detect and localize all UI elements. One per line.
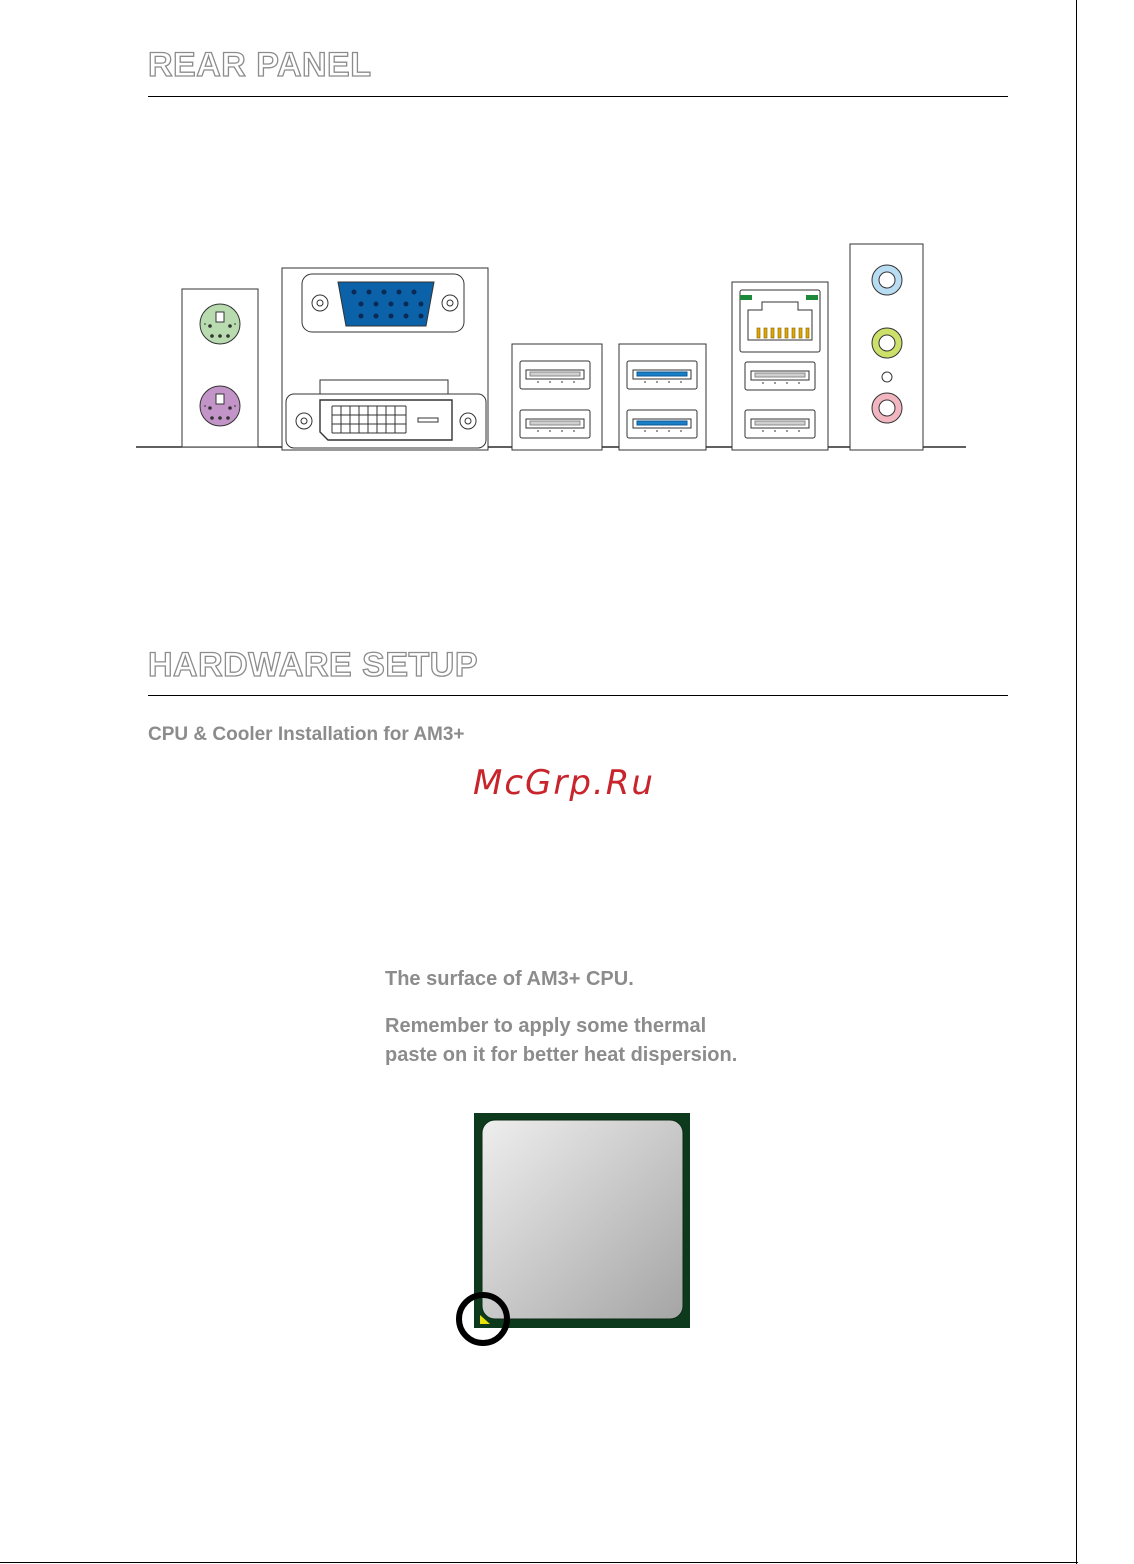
vga-port-icon	[302, 274, 464, 332]
note-cpu-surface: The surface of AM3+ CPU.	[385, 965, 634, 994]
lan-usb-ports	[732, 282, 828, 450]
section-title-hardware-setup: HARDWARE SETUP	[148, 646, 478, 685]
cpu-am3-illustration	[450, 1105, 700, 1355]
lan-port-icon	[740, 290, 820, 352]
usb3-ports	[619, 344, 706, 450]
ps2-mouse-icon	[200, 304, 240, 344]
page-border-right	[1076, 0, 1077, 1564]
hardware-setup-rule	[148, 695, 1008, 696]
ps2-ports	[182, 289, 258, 447]
line-in-jack-icon	[872, 265, 902, 295]
audio-indicator-icon	[882, 372, 892, 382]
rear-panel-rule	[148, 96, 1008, 97]
ps2-keyboard-icon	[200, 386, 240, 426]
watermark-text: McGrp.Ru	[473, 763, 655, 803]
mic-jack-icon	[872, 393, 902, 423]
audio-jacks	[850, 244, 923, 450]
rear-panel-diagram	[120, 230, 970, 454]
subtitle-cpu-cooler: CPU & Cooler Installation for AM3+	[148, 724, 465, 746]
video-ports	[282, 268, 488, 450]
usb2-ports-left	[512, 344, 602, 450]
note-thermal-paste-line1: Remember to apply some thermal	[385, 1012, 706, 1041]
cpu-heatspreader	[482, 1120, 683, 1319]
section-title-rear-panel: REAR PANEL	[148, 46, 372, 85]
note-thermal-paste-line2: paste on it for better heat dispersion.	[385, 1041, 737, 1070]
line-out-jack-icon	[872, 328, 902, 358]
page-border-bottom	[0, 1562, 1078, 1563]
